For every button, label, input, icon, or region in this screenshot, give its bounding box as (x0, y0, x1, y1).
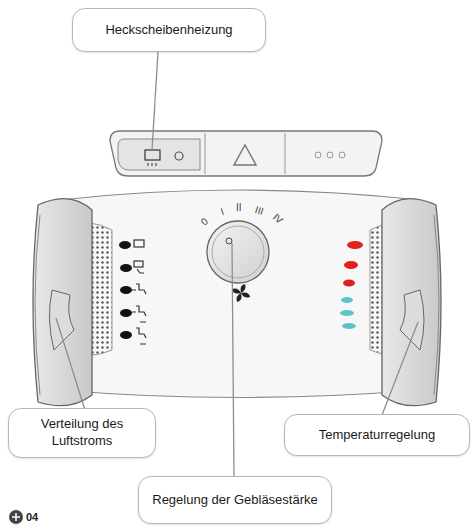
callout-box: Regelung der Gebläsestärke (138, 476, 332, 524)
fan-speed-mark: II (236, 203, 242, 213)
page-number: 04 (26, 512, 38, 523)
callout-box: Temperaturregelung (284, 414, 470, 456)
callout-text: Heckscheibenheizung (105, 22, 232, 39)
callout-text: Verteilung des Luftstroms (19, 416, 145, 450)
callout-text: Regelung der Gebläsestärke (152, 492, 318, 509)
callout-box: Heckscheibenheizung (72, 8, 266, 52)
callout-text: Temperaturregelung (319, 427, 435, 444)
callout-box: Verteilung des Luftstroms (8, 408, 156, 458)
